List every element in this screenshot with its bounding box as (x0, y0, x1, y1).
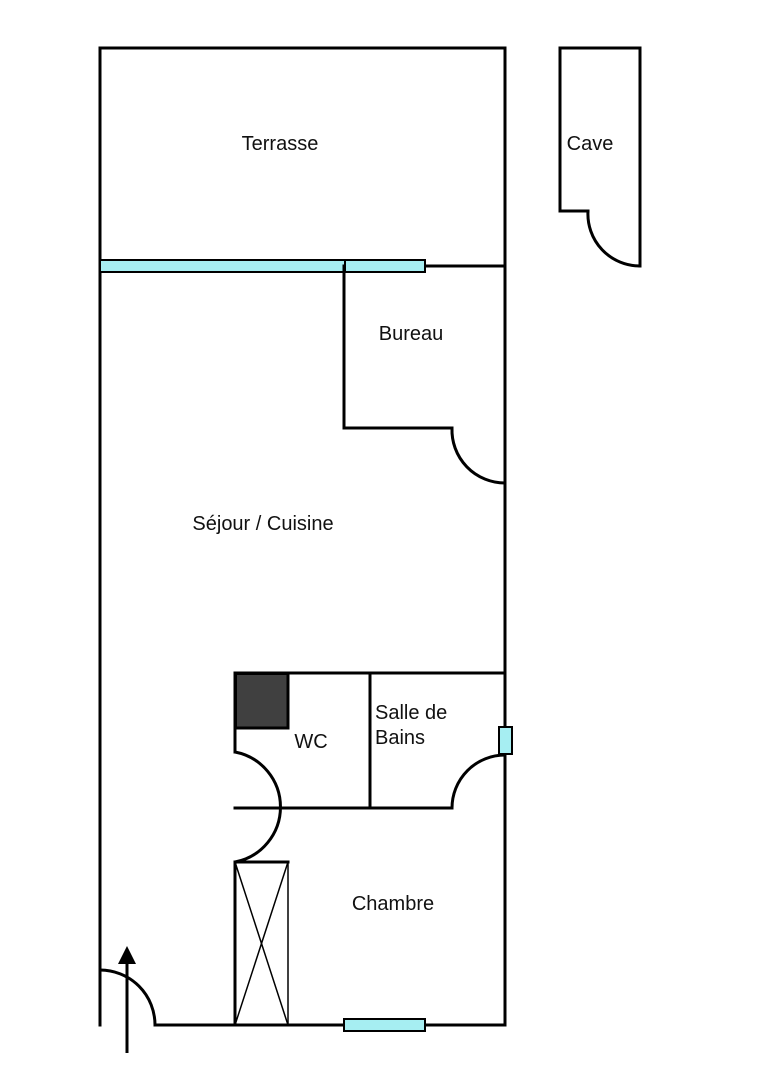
room-label-wc: WC (294, 731, 327, 753)
room-label-terrasse: Terrasse (242, 133, 319, 155)
room-label-sejour: Séjour / Cuisine (192, 513, 333, 535)
arrow-up-icon (118, 946, 136, 1053)
shower-tray-icon (235, 673, 289, 729)
room-label-cave: Cave (567, 133, 614, 155)
room-label-salle-de-bains-1: Salle de (375, 702, 447, 724)
cave-door-swing (586, 210, 641, 268)
bureau-door-swing (450, 427, 506, 485)
bathroom-door-swing (450, 753, 506, 809)
wardrobe-cross-icon (233, 860, 290, 1027)
bathroom-window (498, 726, 513, 755)
wc-door-swing (234, 750, 282, 864)
outer-walls (98, 46, 507, 1027)
bedroom-window (343, 1018, 426, 1032)
room-label-bureau: Bureau (379, 323, 444, 345)
terrace-window (99, 259, 426, 273)
bureau-walls (342, 264, 506, 485)
cave-walls (558, 46, 642, 268)
room-label-chambre: Chambre (352, 893, 434, 915)
entrance-door (98, 968, 157, 1027)
room-label-salle-de-bains-2: Bains (375, 727, 425, 749)
